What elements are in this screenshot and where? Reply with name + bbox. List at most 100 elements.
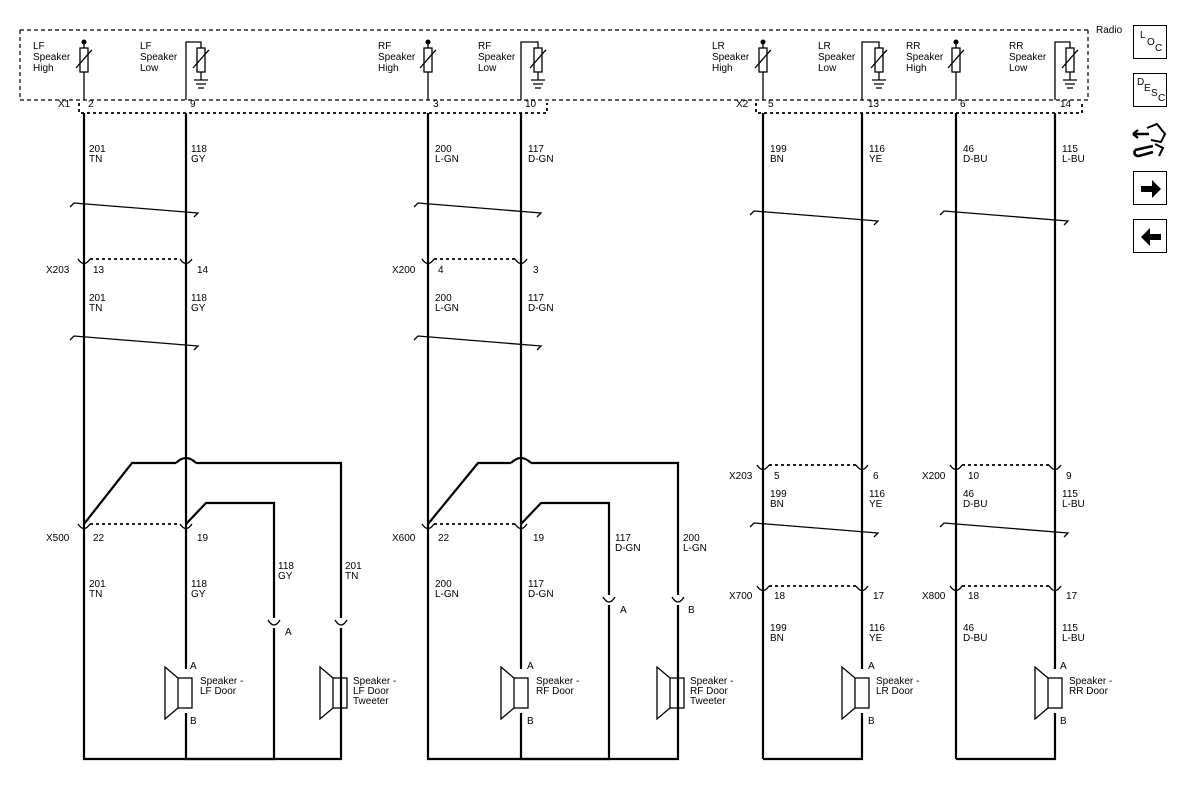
- svg-text:L-BU: L-BU: [1062, 499, 1085, 510]
- loc-o: O: [1147, 37, 1155, 48]
- radio-module-label: Radio: [1096, 25, 1123, 36]
- speaker-rr-door: A B Speaker - RR Door: [1034, 661, 1112, 727]
- svg-text:115: 115: [1062, 489, 1078, 500]
- svg-text:Speaker: Speaker: [712, 52, 750, 63]
- output-rf-low: RF Speaker Low 10: [478, 41, 547, 110]
- svg-text:LR: LR: [818, 41, 831, 52]
- wire-runs: [82, 113, 1057, 761]
- svg-text:RF: RF: [378, 41, 391, 52]
- svg-text:Tweeter: Tweeter: [690, 696, 726, 707]
- svg-text:199: 199: [770, 144, 787, 155]
- next-button[interactable]: [1133, 171, 1167, 205]
- svg-text:TN: TN: [89, 303, 102, 314]
- svg-text:D-GN: D-GN: [528, 154, 554, 165]
- svg-text:B: B: [190, 716, 197, 727]
- svg-text:200: 200: [435, 144, 452, 155]
- svg-text:13: 13: [868, 99, 880, 110]
- svg-text:18: 18: [774, 591, 786, 602]
- speaker-lr-door: A B Speaker - LR Door: [841, 661, 919, 727]
- svg-text:Speaker -: Speaker -: [536, 676, 579, 687]
- svg-text:A: A: [620, 605, 627, 616]
- svg-text:YE: YE: [869, 633, 883, 644]
- svg-text:A: A: [190, 661, 197, 672]
- svg-text:TN: TN: [89, 154, 102, 165]
- loc-c: C: [1155, 43, 1163, 54]
- svg-text:BN: BN: [770, 633, 784, 644]
- svg-text:Speaker: Speaker: [140, 52, 178, 63]
- svg-text:118: 118: [191, 144, 207, 155]
- svg-text:RR: RR: [906, 41, 920, 52]
- arrow-left-icon: [1141, 228, 1161, 246]
- output-rf-high: RF Speaker High 3: [378, 39, 439, 110]
- svg-text:LR Door: LR Door: [876, 686, 914, 697]
- svg-text:TN: TN: [345, 571, 358, 582]
- svg-text:118: 118: [191, 293, 207, 304]
- svg-text:Speaker -: Speaker -: [353, 676, 396, 687]
- svg-text:200: 200: [435, 293, 452, 304]
- location-button[interactable]: L O C: [1133, 25, 1167, 59]
- svg-text:116: 116: [869, 489, 885, 500]
- svg-text:Low: Low: [478, 63, 497, 74]
- svg-text:2: 2: [88, 99, 94, 110]
- svg-text:19: 19: [197, 533, 209, 544]
- svg-text:Speaker: Speaker: [33, 52, 71, 63]
- svg-text:Speaker: Speaker: [906, 52, 944, 63]
- svg-text:X200: X200: [392, 265, 416, 276]
- desc-s: S: [1151, 88, 1158, 99]
- svg-text:BN: BN: [770, 499, 784, 510]
- svg-text:14: 14: [197, 265, 209, 276]
- svg-text:LR: LR: [712, 41, 725, 52]
- connector-x203-rear: X203 5 6: [729, 464, 879, 482]
- connector-wrench-icon: [1132, 122, 1167, 158]
- svg-text:LF Door: LF Door: [200, 686, 237, 697]
- svg-text:D-GN: D-GN: [528, 589, 554, 600]
- svg-text:YE: YE: [869, 499, 883, 510]
- connector-x200-rear: X200 10 9: [922, 464, 1072, 482]
- svg-text:14: 14: [1060, 99, 1072, 110]
- svg-text:X203: X203: [46, 265, 70, 276]
- output-rr-low: RR Speaker Low 14: [1009, 41, 1079, 110]
- svg-text:199: 199: [770, 623, 787, 634]
- svg-text:A: A: [285, 627, 292, 638]
- svg-text:115: 115: [1062, 623, 1078, 634]
- svg-text:High: High: [906, 63, 927, 74]
- svg-text:X700: X700: [729, 591, 753, 602]
- svg-text:Speaker: Speaker: [818, 52, 856, 63]
- output-lr-low: LR Speaker Low 13: [818, 41, 888, 110]
- svg-text:116: 116: [869, 623, 885, 634]
- svg-text:201: 201: [89, 293, 106, 304]
- connector-x600: X600 22 19: [392, 523, 545, 544]
- svg-text:GY: GY: [191, 303, 206, 314]
- svg-text:LF: LF: [33, 41, 45, 52]
- x1-connector-band: [78, 103, 548, 114]
- svg-text:X200: X200: [922, 471, 946, 482]
- output-lf-high: LF Speaker High 2: [33, 39, 94, 110]
- svg-text:116: 116: [869, 144, 885, 155]
- output-lr-high: LR Speaker High 5: [712, 39, 774, 110]
- description-button[interactable]: D E S C: [1133, 73, 1167, 107]
- connector-x200-front: X200 4 3: [392, 258, 539, 276]
- svg-text:117: 117: [615, 533, 631, 544]
- radio-module-outline: [19, 29, 1089, 101]
- svg-text:Speaker: Speaker: [378, 52, 416, 63]
- svg-text:High: High: [378, 63, 399, 74]
- svg-text:YE: YE: [869, 154, 883, 165]
- connector-x500: X500 22 19: [46, 523, 209, 544]
- svg-text:A: A: [868, 661, 875, 672]
- connector-wrench-button[interactable]: [1131, 122, 1169, 162]
- svg-text:High: High: [712, 63, 733, 74]
- svg-text:TN: TN: [89, 589, 102, 600]
- previous-button[interactable]: [1133, 219, 1167, 253]
- svg-text:4: 4: [438, 265, 444, 276]
- svg-text:6: 6: [873, 471, 879, 482]
- svg-text:RF: RF: [478, 41, 491, 52]
- svg-text:17: 17: [1066, 591, 1078, 602]
- svg-text:RR: RR: [1009, 41, 1023, 52]
- svg-text:118: 118: [191, 579, 207, 590]
- svg-text:46: 46: [963, 623, 975, 634]
- svg-text:Speaker -: Speaker -: [1069, 676, 1112, 687]
- svg-text:3: 3: [433, 99, 439, 110]
- svg-text:201: 201: [89, 579, 106, 590]
- svg-text:D-BU: D-BU: [963, 499, 987, 510]
